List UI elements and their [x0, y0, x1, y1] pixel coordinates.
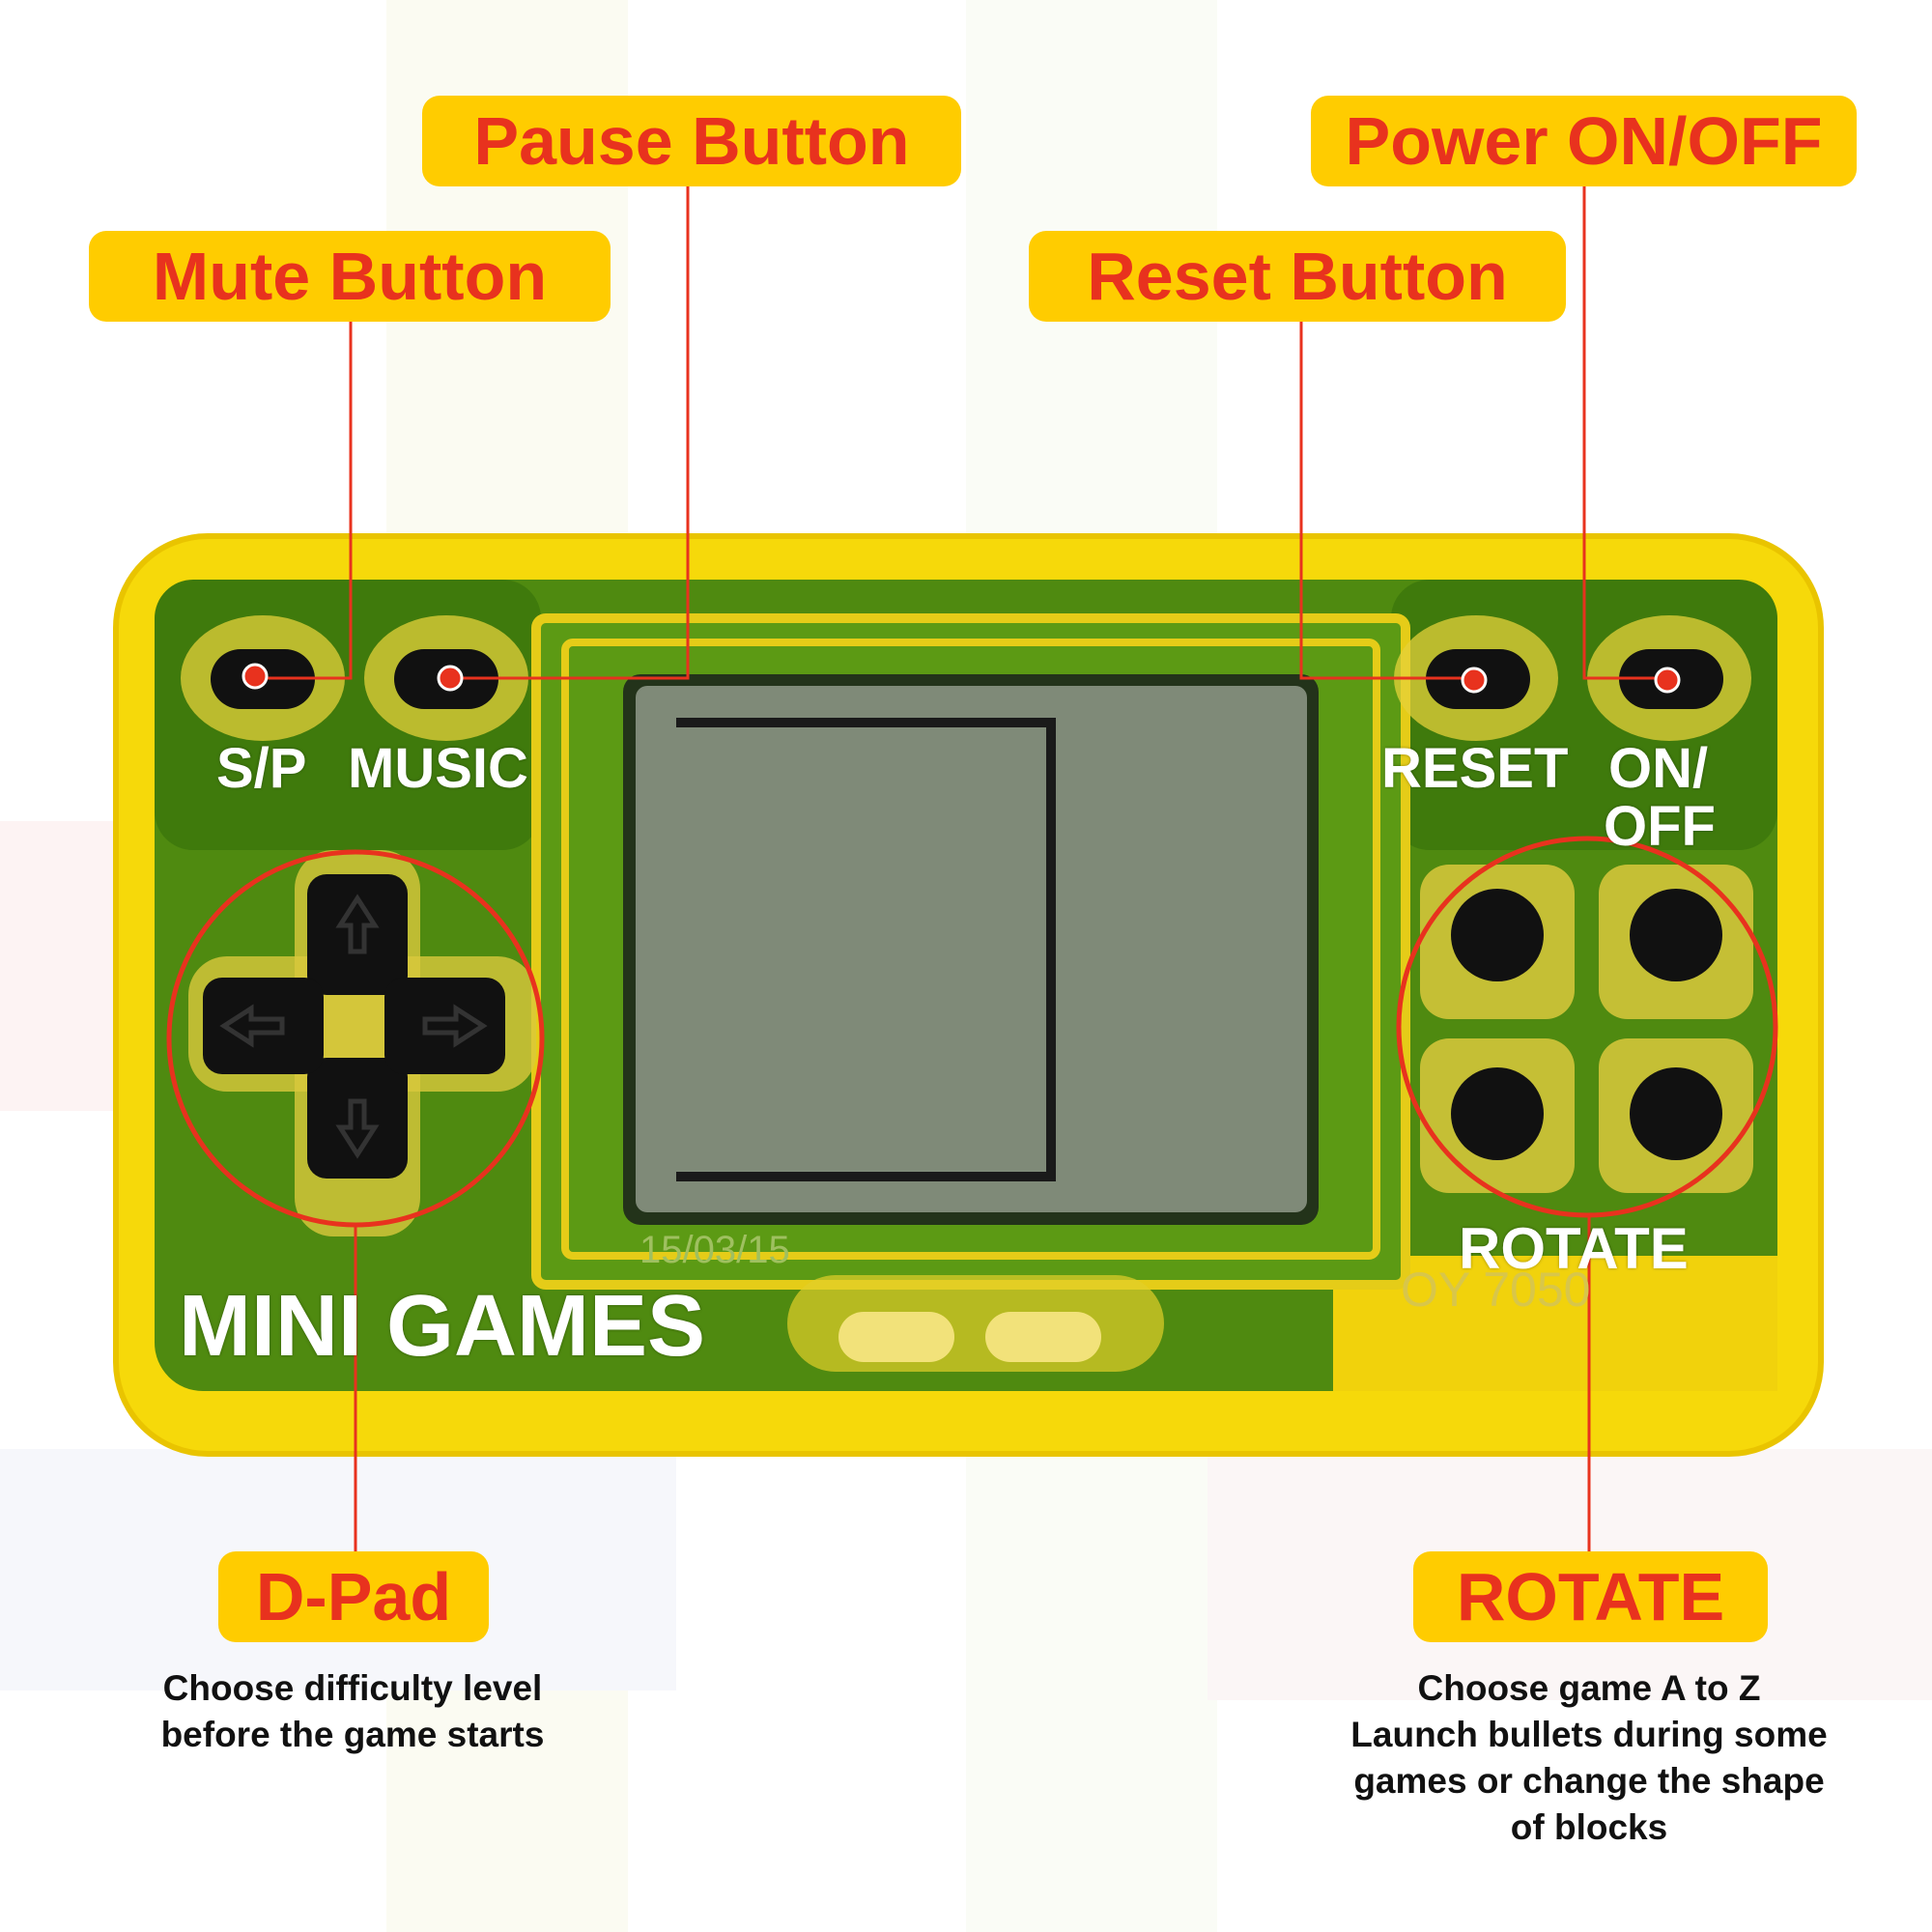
- callout-dot: [1461, 667, 1488, 694]
- dpad-right-key: [384, 978, 505, 1074]
- description-line: Choose game A to Z: [1417, 1668, 1761, 1708]
- power-onoff-label: Power ON/OFF: [1311, 96, 1857, 186]
- brand-label: MINI GAMES: [179, 1278, 706, 1375]
- dpad-label: D-Pad: [218, 1551, 489, 1642]
- callout-dot: [437, 665, 464, 692]
- action-button-bottom-right: [1630, 1067, 1722, 1160]
- callout-dot: [242, 663, 269, 690]
- dpad-description: Choose difficulty level before the game …: [116, 1665, 589, 1758]
- pcb-code-right: OY 7050: [1401, 1263, 1591, 1317]
- description-line: games or change the shape: [1353, 1761, 1825, 1801]
- description-line: Choose difficulty level: [162, 1668, 543, 1708]
- action-button-top-left: [1451, 889, 1544, 981]
- dpad-highlight-circle: [166, 849, 545, 1228]
- dpad-down-key: [307, 1058, 408, 1179]
- description-line: before the game starts: [160, 1715, 545, 1754]
- reset-button-label: Reset Button: [1029, 231, 1566, 322]
- rotate-device-label: ROTATE: [1459, 1216, 1689, 1281]
- dpad-left-key: [203, 978, 324, 1074]
- description-line: Launch bullets during some: [1350, 1715, 1828, 1754]
- pcb-code-left: 15/03/15: [639, 1229, 790, 1271]
- action-button-bottom-left: [1451, 1067, 1544, 1160]
- pause-button-label: Pause Button: [422, 96, 961, 186]
- arrow-left-icon: [219, 1004, 285, 1048]
- description-line: of blocks: [1510, 1807, 1668, 1847]
- arrow-up-icon: [335, 894, 380, 954]
- onoff-label-line2: OFF: [1604, 795, 1716, 858]
- rotate-label: ROTATE: [1413, 1551, 1768, 1642]
- arrow-right-icon: [422, 1004, 488, 1048]
- action-button-top-right: [1630, 889, 1722, 981]
- rotate-highlight-circle: [1396, 836, 1778, 1218]
- callout-dot: [1654, 667, 1681, 694]
- onoff-label-line1: ON/: [1608, 737, 1709, 800]
- music-label: MUSIC: [348, 737, 528, 800]
- mute-button-label: Mute Button: [89, 231, 611, 322]
- rotate-description: Choose game A to Z Launch bullets during…: [1314, 1665, 1864, 1851]
- sp-label: S/P: [216, 737, 307, 800]
- arrow-down-icon: [335, 1098, 380, 1159]
- dpad-up-key: [307, 874, 408, 995]
- reset-label: RESET: [1381, 737, 1569, 800]
- callout-lines: [259, 186, 1667, 1551]
